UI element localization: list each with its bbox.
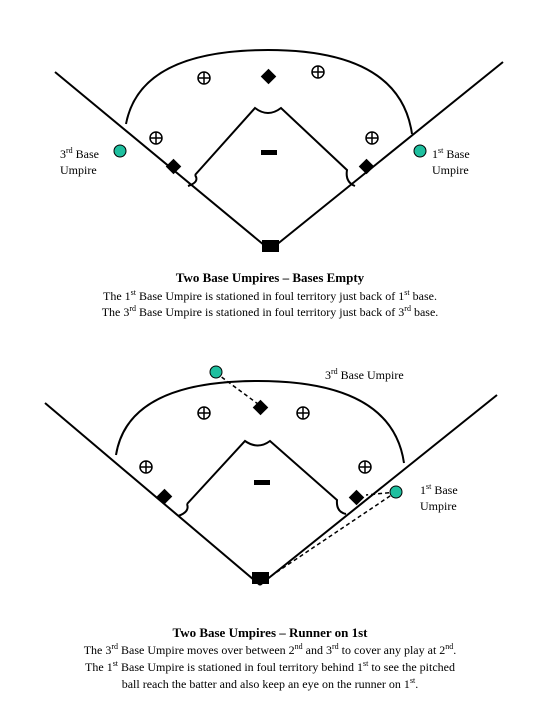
diagram2-caption-line: The 1st Base Umpire is stationed in foul… [85, 659, 455, 674]
diagram2-caption-line: ball reach the batter and also keep an e… [121, 676, 419, 691]
third-base-umpire-label: 3rd Base Umpire [325, 367, 404, 382]
home-plate [262, 240, 279, 252]
third-base [156, 488, 173, 505]
first-base-umpire-to-base [365, 491, 397, 496]
fielder-first [365, 131, 379, 145]
fielder-left [197, 406, 211, 420]
first-base [358, 158, 375, 175]
first-base-umpire-marker [413, 144, 427, 158]
pitchers-rubber [261, 150, 277, 155]
fielder-right [311, 65, 325, 79]
third-base-foul-line [54, 71, 271, 251]
diagram2-title: Two Base Umpires – Runner on 1st [172, 625, 368, 640]
fielder-short [139, 460, 153, 474]
fielder-right [296, 406, 310, 420]
home-plate [252, 572, 269, 584]
second-base [252, 399, 269, 416]
second-base [260, 68, 277, 85]
first-base-foul-line [269, 61, 504, 251]
third-base-foul-line [44, 402, 261, 586]
first-base-umpire-marker [389, 485, 403, 499]
diagram1-caption-line: The 1st Base Umpire is stationed in foul… [103, 288, 437, 303]
diagram1-title: Two Base Umpires – Bases Empty [175, 270, 365, 285]
diagram1-caption-line: The 3rd Base Umpire is stationed in foul… [101, 304, 439, 319]
infield-diamond [186, 439, 347, 515]
third-base-umpire-label: 3rd Base Umpire [60, 146, 99, 177]
third-base-umpire-marker [209, 365, 223, 379]
third-base-umpire-marker [113, 144, 127, 158]
first-base-umpire-sightline [267, 491, 397, 579]
infield-diamond [194, 106, 356, 187]
fielder-short [149, 131, 163, 145]
first-base-umpire-label: 1st Base Umpire [420, 482, 458, 513]
field-bases-empty [54, 48, 504, 252]
third-base [165, 158, 182, 175]
fielder-left [197, 71, 211, 85]
first-base-umpire-label: 1st Base Umpire [432, 146, 470, 177]
fielder-first [358, 460, 372, 474]
field-runner-on-first [44, 365, 498, 586]
first-base-foul-line [259, 394, 498, 586]
pitchers-rubber [254, 480, 270, 485]
outfield-arc [125, 48, 413, 135]
outfield-arc [115, 379, 405, 464]
diagram2-caption-line: The 3rd Base Umpire moves over between 2… [83, 642, 457, 657]
third-base-umpire-path [215, 372, 259, 405]
